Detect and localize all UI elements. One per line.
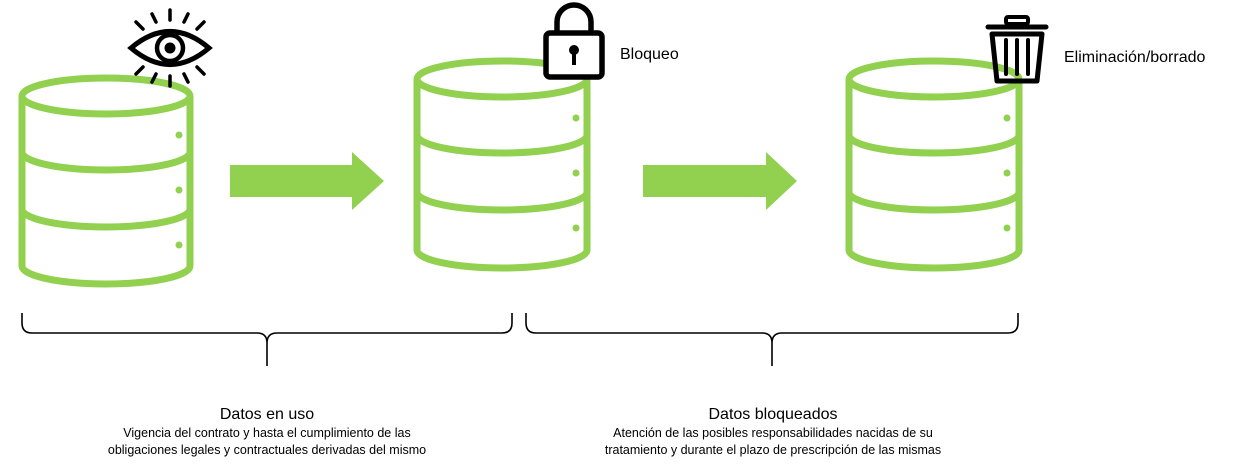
brace-blocked xyxy=(525,313,1019,366)
database-in-use-leds xyxy=(175,131,183,249)
phase-blocked-desc-line-2: tratamiento y durante el plazo de prescr… xyxy=(604,443,942,457)
padlock-icon xyxy=(543,2,605,80)
arrow-right-1 xyxy=(230,152,384,210)
database-blocked-leds xyxy=(572,114,580,232)
deletion-label: Eliminación/borrado xyxy=(1064,49,1206,66)
phase-blocked: Datos bloqueados Atención de las posible… xyxy=(553,405,993,459)
brace-in-use xyxy=(21,313,513,366)
database-blocked xyxy=(413,57,591,272)
phase-blocked-desc-line-1: Atención de las posibles responsabilidad… xyxy=(613,426,933,440)
phase-blocked-title: Datos bloqueados xyxy=(708,406,838,423)
phase-in-use: Datos en uso Vigencia del contrato y has… xyxy=(67,405,467,459)
database-in-use xyxy=(18,74,194,288)
phase-in-use-desc-line-1: Vigencia del contrato y hasta el cumplim… xyxy=(123,426,411,440)
arrow-right-2 xyxy=(643,152,797,210)
phase-in-use-desc-line-2: obligaciones legales y contractuales der… xyxy=(107,443,427,457)
blocking-label: Bloqueo xyxy=(620,46,679,63)
database-deleted xyxy=(845,57,1023,272)
eye-icon xyxy=(127,8,213,88)
database-deleted-leds xyxy=(1003,114,1011,232)
trash-can-icon xyxy=(985,15,1049,84)
phase-in-use-title: Datos en uso xyxy=(219,406,315,423)
